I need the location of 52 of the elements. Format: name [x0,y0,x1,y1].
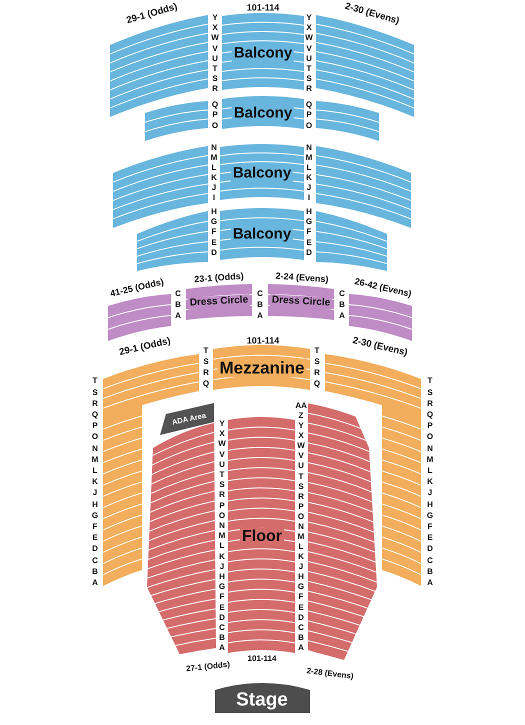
row-letters: T S R Q P O N M L K J H G F E D C B A [92,375,98,588]
seating-section [308,403,377,660]
seat-range-label: 101-114 [246,336,280,346]
seat-range-label: 23-1 (Odds) [194,272,244,284]
row-letters: AA Z Y X W V U T S R P O N M L K J H G F E D C B A [295,400,307,653]
seat-range-label: 2-24 (Evens) [275,272,329,284]
seating-section [113,146,208,228]
seat-range-label: 27-1 (Odds) [186,660,230,674]
seat-range-label: 101-114 [246,4,280,12]
row-letters: Y X W V U T S R [305,12,313,95]
row-letters: Y X W V U T S R [211,12,219,95]
seating-section [316,146,411,228]
seating-section [222,13,304,90]
stage-label: Stage [234,690,290,710]
seating-section [220,144,304,200]
seating-section [316,211,387,271]
seating-section [222,96,304,129]
section-name: Mezzanine [217,358,307,378]
seating-section [147,423,216,655]
seating-section [137,211,208,271]
row-letters: T S R Q [202,344,210,388]
seat-range-label: 29-1 (Odds) [126,2,178,26]
seating-section [213,345,310,390]
seating-section [316,101,379,141]
row-letters: N M L K J I [210,143,218,203]
row-letters: C B A [339,288,345,320]
seat-range-label: 2-30 (Evens) [352,336,408,358]
row-letters: Y X W V U T S R P O N M L K J H G F E D C B A [218,418,226,654]
seat-range-label: 41-25 (Odds) [109,277,165,299]
section-name: Balcony [230,164,294,182]
row-letters: H G F E D [306,206,312,258]
row-letters: C B A [175,288,181,320]
seat-range-label: 2-28 (Evens) [306,667,354,681]
seating-section [220,208,304,260]
row-letters: T S R Q P O N M L K J H G F E D C B A [426,375,434,588]
row-letters: N M L K J I [306,143,312,203]
seating-section [186,284,252,320]
row-letters: T S R Q [314,344,320,388]
row-letters: H G F E D [210,206,218,258]
seating-section [145,101,208,141]
section-name: Balcony [232,104,294,122]
stage-platform [215,683,310,713]
section-name: Balcony [230,226,294,242]
seat-range-label: 101-114 [248,655,276,663]
row-letters: Q P O [306,100,312,132]
seat-range-label: 26-42 (Evens) [354,277,412,299]
row-letters: Q P O [212,100,218,132]
seating-section [228,417,295,653]
seat-range-label: 29-1 (Odds) [118,336,172,358]
row-letters: C B A [257,288,263,320]
section-name: Balcony [232,44,294,62]
seating-section [268,284,334,320]
